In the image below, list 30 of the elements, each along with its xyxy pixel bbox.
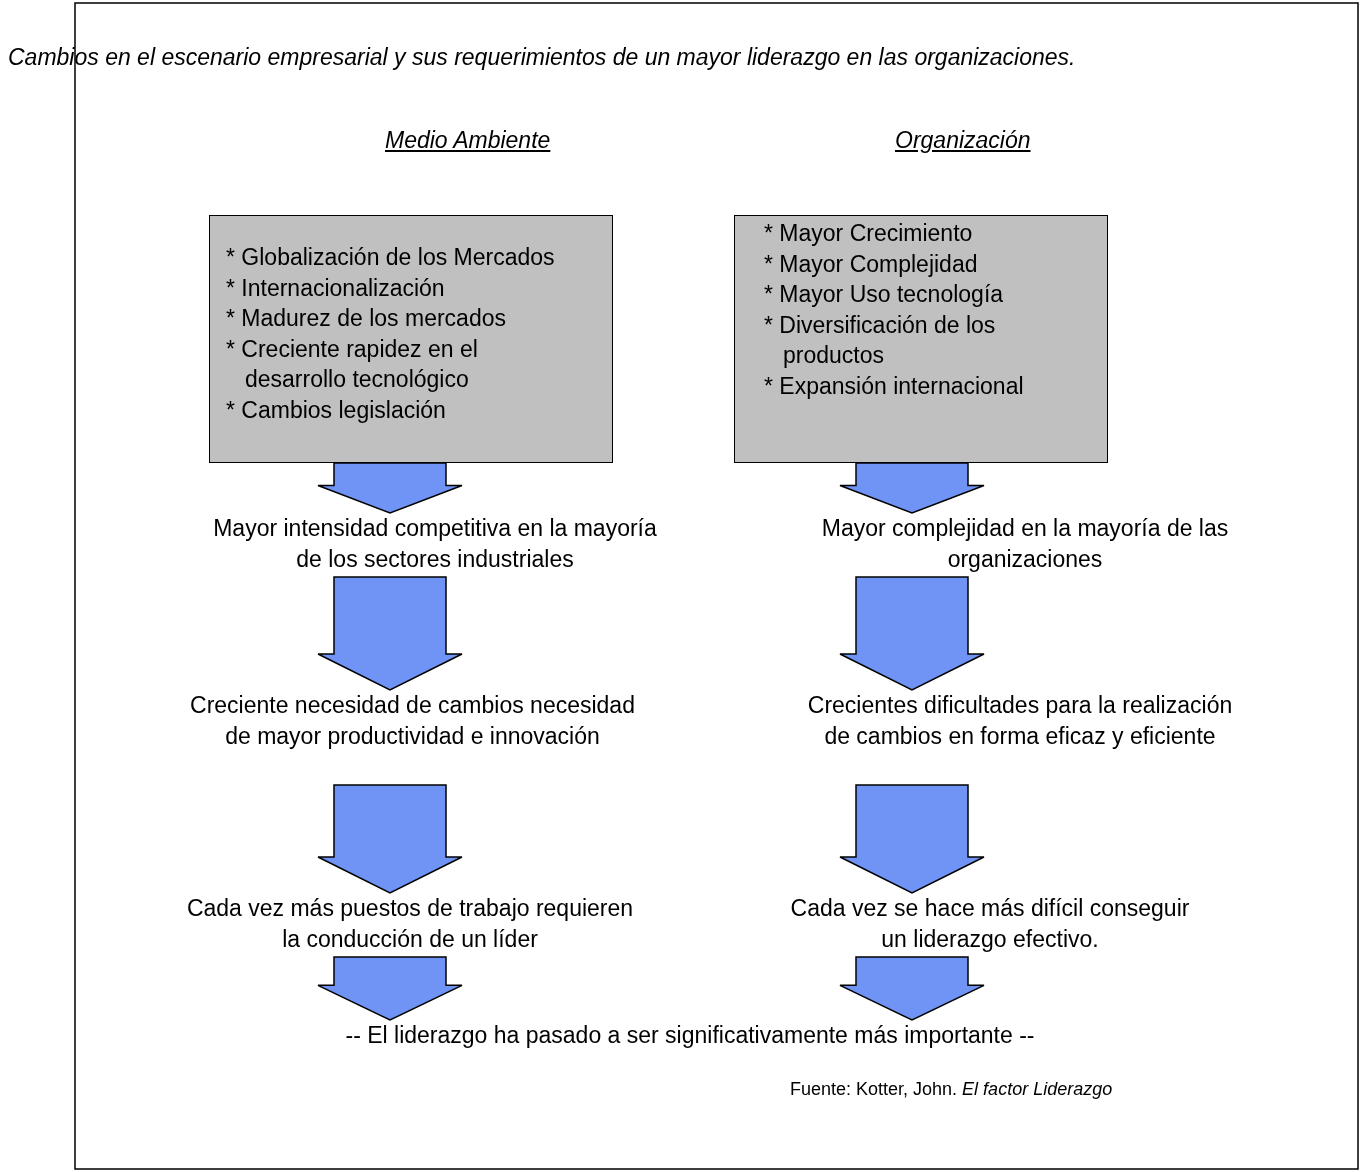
section-heading: Medio Ambiente bbox=[385, 127, 551, 154]
process-box bbox=[209, 215, 613, 463]
bullet-item: * Mayor Uso tecnología bbox=[764, 280, 1005, 309]
process-box bbox=[734, 215, 1108, 463]
block-arrow bbox=[317, 956, 463, 1021]
source-note: Fuente: Kotter, John. El factor Liderazgo bbox=[790, 1079, 1113, 1100]
bullet-item: * Globalización de los Mercados bbox=[226, 243, 556, 272]
flow-text: Cada vez más puestos de trabajo requieren la conducción de un líder bbox=[180, 893, 640, 957]
block-arrow bbox=[317, 784, 463, 894]
block-arrow bbox=[839, 576, 985, 691]
bullet-item: * Diversificación de los productos bbox=[764, 310, 997, 370]
flow-text: Cada vez se hace más difícil conseguir un liderazgo efectivo. bbox=[780, 893, 1200, 957]
bullet-item: * Mayor Crecimiento bbox=[764, 219, 974, 248]
bullet-item: * Cambios legislación bbox=[226, 395, 447, 425]
bullet-item: * Expansión internacional bbox=[764, 371, 1025, 401]
block-arrow bbox=[317, 462, 463, 514]
flow-text: Mayor intensidad competitiva en la mayoría de los sectores industriales bbox=[200, 513, 670, 577]
flow-text: Creciente necesidad de cambios necesidad de mayor productividad e innovación bbox=[185, 690, 640, 785]
bullet-item: * Madurez de los mercados bbox=[226, 304, 507, 333]
bullet-item: * Internacionalización bbox=[226, 273, 446, 303]
bullet-item: * Mayor Complejidad bbox=[764, 249, 979, 279]
block-arrow bbox=[839, 462, 985, 514]
bullet-item: * Creciente rapidez en el desarrollo tecnológico bbox=[226, 334, 479, 394]
block-arrow bbox=[839, 956, 985, 1021]
block-arrow bbox=[839, 784, 985, 894]
flow-text: Crecientes dificultades para la realización de cambios en forma eficaz y eficiente bbox=[800, 690, 1240, 785]
block-arrow bbox=[317, 576, 463, 691]
section-heading: Organización bbox=[895, 127, 1031, 154]
conclusion-text: -- El liderazgo ha pasado a ser significativamente más importante -- bbox=[250, 1020, 1130, 1054]
flow-text: Mayor complejidad en la mayoría de las organizaciones bbox=[790, 513, 1260, 577]
